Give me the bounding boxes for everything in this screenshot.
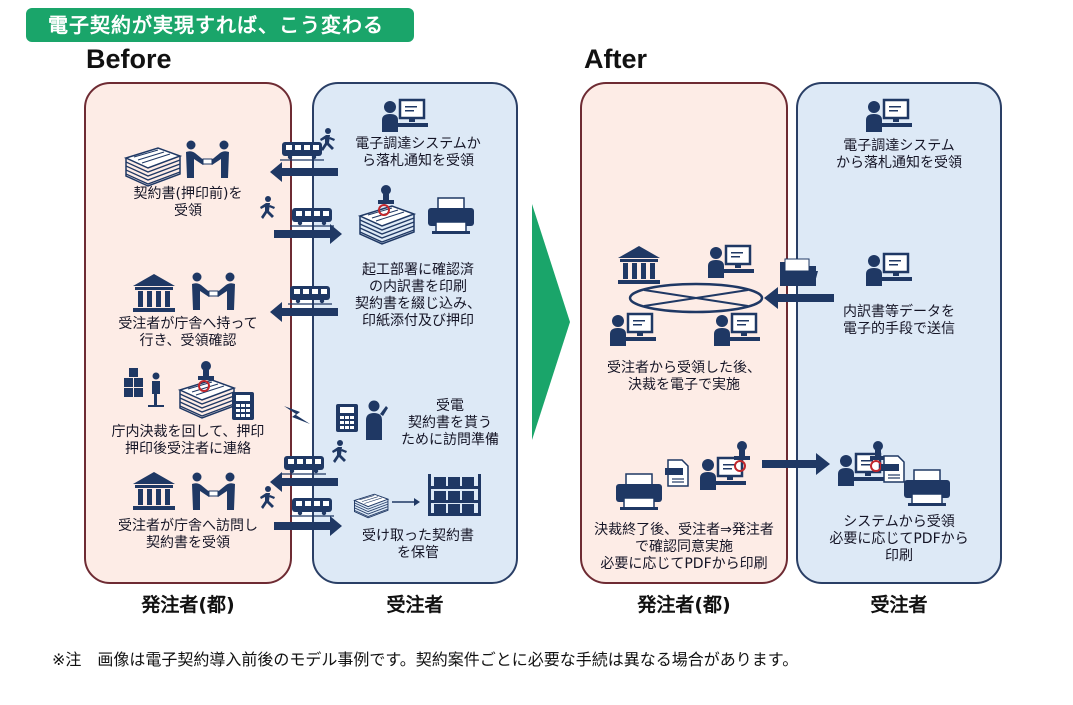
- stamp-icon: [733, 440, 751, 472]
- handshake-icon: [191, 272, 236, 311]
- before-orderer-step-4: 受注者が庁舎へ訪問し契約書を受領: [118, 518, 258, 551]
- printer-icon: [903, 469, 951, 507]
- shelf-icon: [428, 474, 481, 516]
- printer-icon: [427, 197, 475, 235]
- after-orderer-step-1: 受注者から受領した後、決裁を電子で実施: [607, 360, 761, 393]
- computer-user-icon: [712, 312, 762, 348]
- folder-icon: [780, 258, 818, 286]
- flow-arrow-left: [270, 302, 338, 322]
- computer-user-icon: [706, 244, 756, 280]
- before-contractor-step-2: 起工部署に確認済の内訳書を印刷契約書を綴じ込み、印紙添付及び押印: [355, 262, 481, 329]
- before-orderer-step-1: 契約書(押印前)を受領: [133, 186, 243, 219]
- before-contractor-step-3: 受電契約書を貰うために訪問準備: [401, 398, 499, 448]
- worker-with-boxes-icon: [124, 368, 164, 407]
- after-contractor-label: 受注者: [870, 594, 928, 616]
- person-on-phone-icon: [366, 400, 388, 440]
- before-heading: Before: [86, 44, 172, 74]
- after-contractor-panel: [796, 82, 1002, 584]
- flow-arrow-small: [392, 498, 420, 506]
- computer-user-icon: [864, 252, 914, 288]
- lightning-icon: [284, 406, 310, 424]
- flow-arrow-right: [274, 224, 342, 244]
- handshake-icon: [185, 140, 230, 179]
- transition-arrow: [532, 204, 570, 440]
- flow-arrow-left: [270, 162, 338, 182]
- document-stack-icon: [354, 493, 389, 519]
- after-heading: After: [584, 44, 648, 74]
- after-orderer-label: 発注者(都): [637, 594, 731, 616]
- pdf-file-icon: [664, 459, 689, 487]
- after-orderer-step-2: 決裁終了後、受注者⇒発注者で確認同意実施必要に応じてPDFから印刷: [594, 522, 774, 572]
- before-orderer-step-3: 庁内決裁を回して、押印押印後受注者に連絡: [111, 424, 265, 457]
- footnote: ※注 画像は電子契約導入前後のモデル事例です。契約案件ごとに必要な手続は異なる場…: [52, 650, 799, 669]
- computer-user-icon: [380, 98, 430, 134]
- page-banner: 電子契約が実現すれば、こう変わる: [26, 8, 414, 42]
- flow-arrow-right: [762, 453, 830, 475]
- after-contractor-step-2: 内訳書等データを電子的手段で送信: [843, 304, 955, 337]
- network-ring-icon: [628, 282, 764, 314]
- handshake-icon: [191, 472, 236, 511]
- printer-icon: [615, 473, 663, 511]
- before-orderer-step-2: 受注者が庁舎へ持って行き、受領確認: [118, 316, 258, 349]
- after-contractor-step-1: 電子調達システムから落札通知を受領: [836, 138, 962, 171]
- flow-arrow-left: [270, 472, 338, 492]
- after-contractor-step-3: システムから受領必要に応じてPDFから印刷: [829, 514, 969, 564]
- before-contractor-label: 受注者: [386, 594, 444, 616]
- before-orderer-label: 発注者(都): [141, 594, 235, 616]
- computer-user-icon: [608, 312, 658, 348]
- flow-arrow-left: [764, 287, 834, 309]
- document-stack-icon: [125, 147, 181, 187]
- computer-user-icon: [864, 98, 914, 134]
- building-icon: [133, 472, 175, 510]
- before-contractor-step-1: 電子調達システムから落札通知を受領: [355, 136, 481, 169]
- runner-icon: [332, 440, 347, 463]
- flow-arrow-right: [274, 516, 342, 536]
- phone-icon: [336, 404, 358, 432]
- stamp-icon: [197, 360, 215, 392]
- before-contractor-step-4: 受け取った契約書を保管: [362, 528, 474, 561]
- stamp-icon: [377, 184, 395, 216]
- building-icon: [133, 274, 175, 312]
- runner-icon: [260, 196, 275, 219]
- runner-icon: [260, 486, 275, 509]
- phone-icon: [232, 392, 254, 420]
